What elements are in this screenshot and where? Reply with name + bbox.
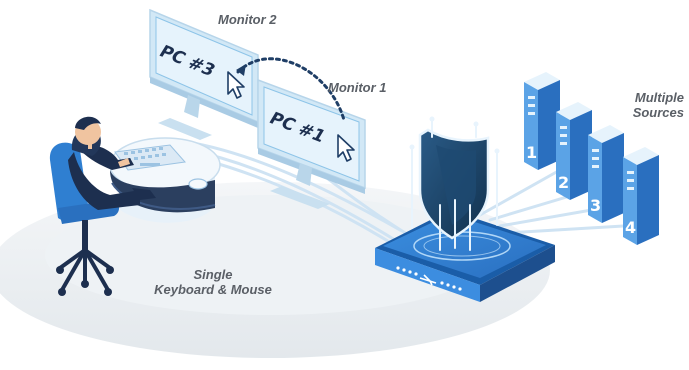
tower-4 <box>623 147 659 245</box>
label-monitor-2: Monitor 2 <box>218 12 277 27</box>
switch-arc <box>236 57 346 122</box>
label-multiple-sources: Multiple Sources <box>612 90 684 120</box>
monitor-left <box>149 8 259 140</box>
tower-number: 3 <box>590 196 601 215</box>
label-multiple-line2: Sources <box>632 105 684 120</box>
label-single-line2: Keyboard & Mouse <box>154 282 272 297</box>
tower-1 <box>524 72 560 170</box>
tower-2 <box>556 102 592 200</box>
label-monitor-1: Monitor 1 <box>328 80 387 95</box>
mouse <box>188 178 208 190</box>
label-single-keyboard-mouse: Single Keyboard & Mouse <box>138 267 288 297</box>
tower-number: 4 <box>625 218 636 237</box>
cursor-icon <box>227 71 245 99</box>
tower-3 <box>588 125 624 223</box>
label-multiple-line1: Multiple <box>634 90 684 105</box>
cursor-icon <box>337 134 355 162</box>
label-single-line1: Single <box>193 267 233 282</box>
kvm-switch <box>375 210 555 302</box>
monitor-right <box>257 78 366 209</box>
shield-icon <box>409 116 500 251</box>
usb-icon <box>419 274 437 286</box>
tower-number: 2 <box>558 173 569 192</box>
server-towers: 1 2 3 4 <box>524 72 659 245</box>
tower-number: 1 <box>526 143 537 162</box>
person-icon <box>68 116 156 210</box>
